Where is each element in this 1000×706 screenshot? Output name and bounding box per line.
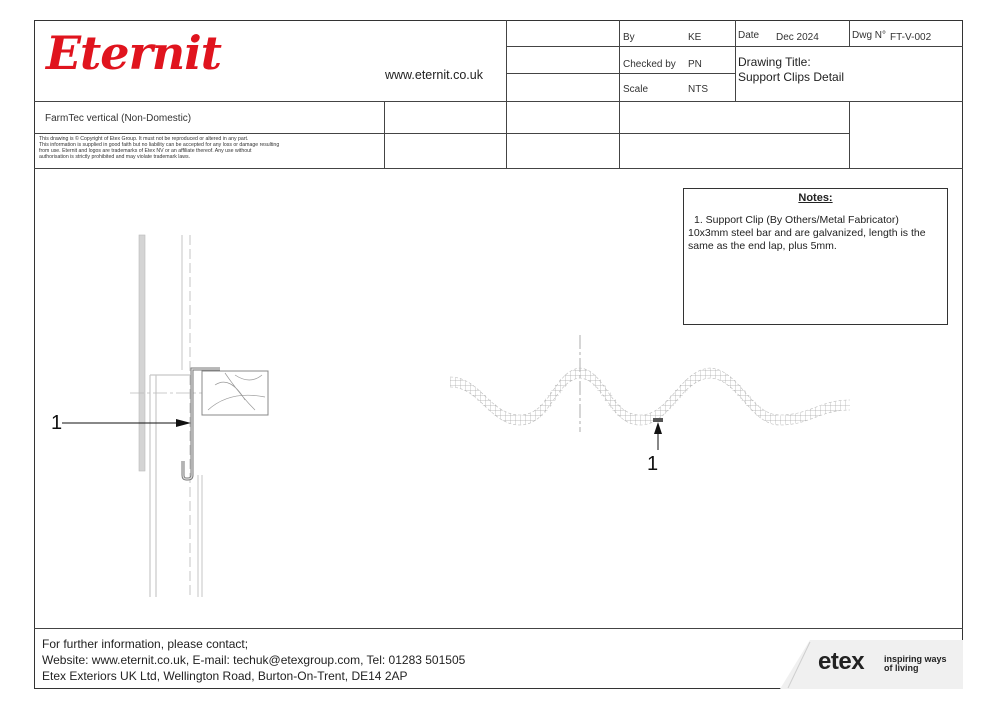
title-block-row-2: [506, 73, 735, 74]
title-block-col-3: [735, 20, 736, 101]
etex-panel-background: [780, 640, 963, 689]
checked-value: PN: [688, 59, 702, 70]
title-block-col-1: [506, 20, 507, 168]
disclaimer-line: from use. Eternit and logos are trademar…: [39, 148, 252, 154]
project-row-divider: [34, 133, 849, 134]
project-col-2: [619, 101, 620, 168]
footer-website-line[interactable]: Website: www.eternit.co.uk, E-mail: tech…: [42, 653, 466, 667]
by-value: KE: [688, 32, 702, 43]
drawing-title-label: Drawing Title:: [738, 55, 811, 69]
drawing-sheet: [34, 20, 963, 689]
tagline-line: of living: [884, 663, 919, 673]
disclaimer: This drawing is © Copyright of Etex Grou…: [39, 136, 384, 160]
callout-label-left: 1: [51, 412, 63, 434]
etex-tagline: inspiring ways of living: [884, 655, 947, 673]
profile-section-drawing: [449, 335, 851, 450]
website-text: www.eternit.co.uk: [385, 68, 483, 82]
title-block-col-2: [619, 20, 620, 101]
disclaimer-line: This information is supplied in good fai…: [39, 142, 280, 148]
scale-label: Scale: [623, 84, 649, 95]
tagline-line: inspiring ways: [884, 654, 947, 664]
header-bottom-divider: [34, 168, 963, 169]
title-block-col-4: [849, 20, 850, 46]
title-block-row-3: [735, 46, 963, 47]
dwg-label: Dwg N°: [852, 30, 887, 41]
disclaimer-line: This drawing is © Copyright of Etex Grou…: [39, 136, 249, 142]
note-line: same as the end lap, plus 5mm.: [688, 240, 837, 252]
notes-title: Notes:: [798, 192, 833, 204]
footer-contact: For further information, please contact;…: [42, 636, 465, 684]
callout-label-right: 1: [647, 453, 659, 475]
scale-value: NTS: [688, 84, 708, 95]
title-block-row-1: [506, 46, 735, 47]
date-value: Dec 2024: [776, 32, 819, 43]
footer-line: Etex Exteriors UK Ltd, Wellington Road, …: [42, 669, 408, 683]
footer-divider: [34, 628, 963, 629]
footer-line: For further information, please contact;: [42, 637, 249, 651]
disclaimer-line: authorisation is strictly prohibited and…: [39, 154, 191, 160]
note-line: 10x3mm steel bar and are galvanized, len…: [688, 227, 926, 239]
checked-label: Checked by: [623, 59, 676, 70]
date-label: Date: [738, 30, 760, 41]
drawing-title-value: Support Clips Detail: [738, 70, 845, 84]
dwg-value: FT-V-002: [890, 32, 932, 43]
note-line: 1. Support Clip (By Others/Metal Fabrica…: [694, 214, 899, 226]
notes-box: Notes: 1. Support Clip (By Others/Metal …: [683, 188, 948, 325]
project-name: FarmTec vertical (Non-Domestic): [45, 113, 192, 124]
by-label: By: [623, 32, 635, 43]
project-col-3: [849, 101, 850, 168]
eternit-logo: Eternit: [46, 26, 222, 80]
notes-text: 1. Support Clip (By Others/Metal Fabrica…: [684, 212, 947, 253]
project-col-1: [384, 101, 385, 168]
side-section-drawing: [62, 234, 269, 597]
etex-logo: etex: [818, 648, 865, 675]
header-divider: [34, 101, 963, 102]
